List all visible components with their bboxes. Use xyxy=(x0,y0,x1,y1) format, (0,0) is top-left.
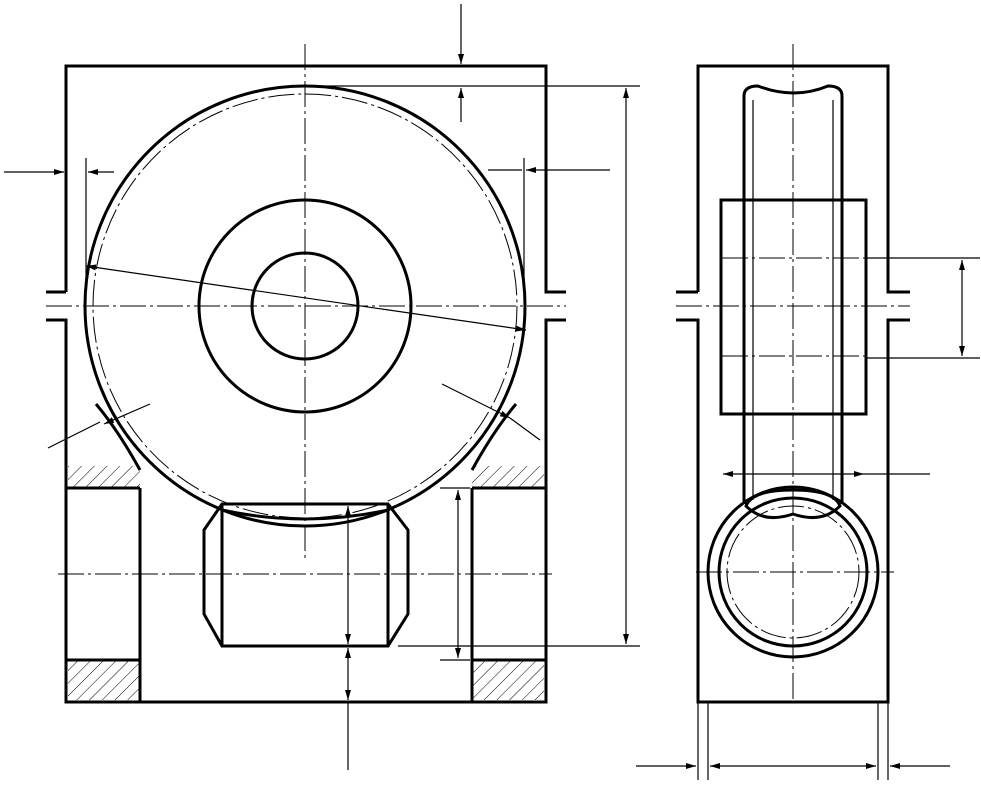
hatch-right-upper xyxy=(472,466,544,488)
side-housing-outline xyxy=(676,64,910,704)
hatch-left-lower xyxy=(68,660,140,700)
base-outline xyxy=(64,488,548,704)
housing-outline xyxy=(46,64,566,488)
side-view xyxy=(636,44,980,780)
front-view xyxy=(4,4,640,770)
hatch-right-lower xyxy=(472,660,544,700)
hatch-left-upper xyxy=(68,466,140,488)
